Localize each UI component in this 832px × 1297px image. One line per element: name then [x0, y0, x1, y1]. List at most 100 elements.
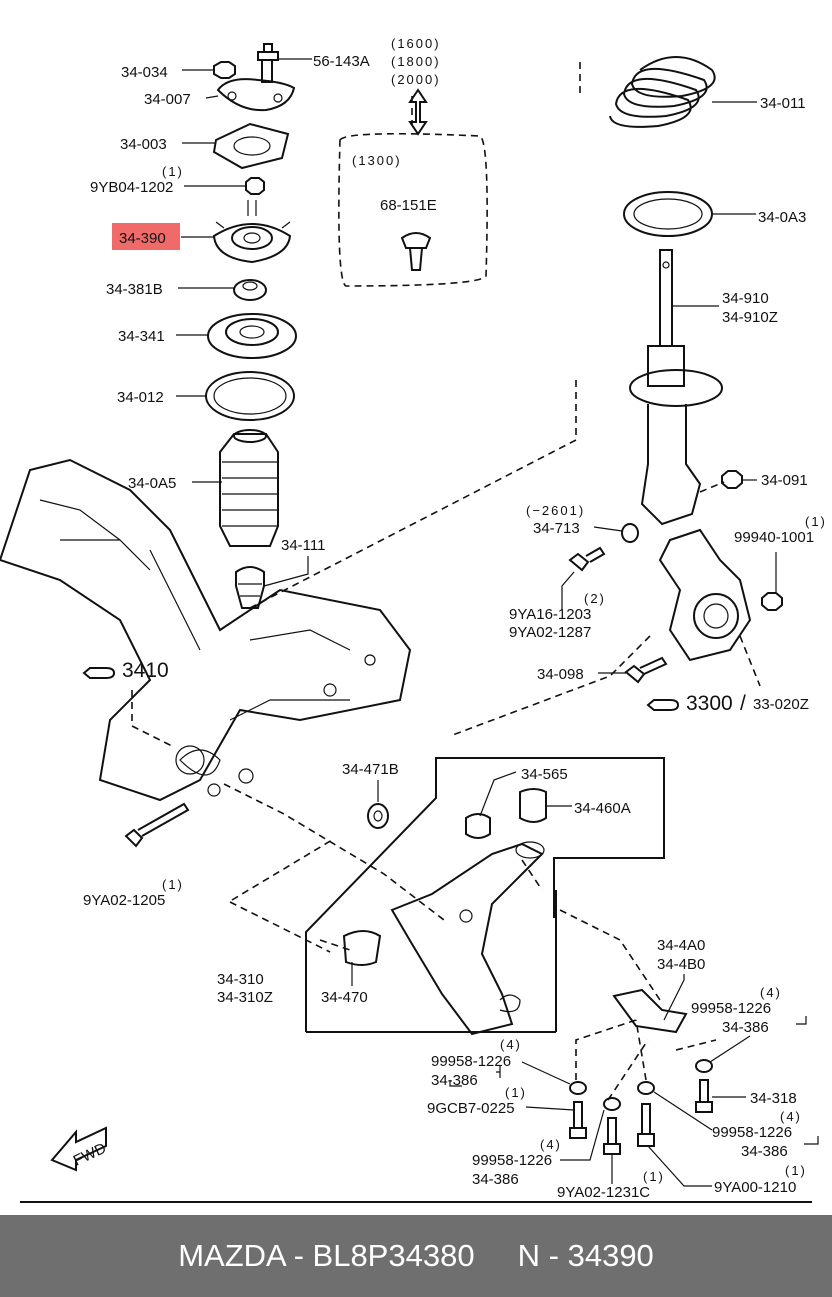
label-fwd: FWD [71, 1140, 109, 1170]
arm-box [305, 757, 665, 1033]
label-qty-4b: (4) [500, 1037, 522, 1052]
bumper-34-381b [178, 279, 267, 301]
label-qty-4a: (4) [760, 985, 782, 1000]
label-34-713: 34-713 [533, 520, 580, 537]
bolt-34-318 [695, 1079, 746, 1113]
label-34-910: 34-910 [722, 290, 769, 307]
label-9ya02-1231c: 9YA02-1231C [557, 1184, 650, 1201]
label-34-011: 34-011 [760, 95, 806, 112]
screw-68-151e [400, 232, 432, 271]
bumper-34-111 [235, 556, 309, 609]
label-34-111: 34-111 [281, 537, 325, 554]
label-34-390: 34-390 [119, 230, 166, 247]
label-34-470: 34-470 [321, 989, 368, 1006]
label-slash: / [740, 692, 746, 715]
bolt-9ya16-1203 [561, 546, 606, 610]
label-ref-3410: 3410 [122, 659, 169, 682]
nut-9yb04-1202 [184, 177, 265, 195]
label-9yb04-1202: 9YB04-1202 [90, 179, 173, 196]
label-qty-1d: (1) [505, 1085, 527, 1100]
label-qty-1f: (1) [785, 1163, 807, 1178]
bolt-9ya00-1210 [637, 1103, 712, 1187]
boot-34-0a5 [192, 429, 279, 547]
label-34-381b: 34-381B [106, 281, 163, 298]
label-2000: (2000) [391, 72, 441, 87]
label-qty-4d: (4) [540, 1137, 562, 1152]
bolt-9ya02-1205 [124, 802, 190, 848]
seat-34-0a3 [623, 191, 756, 237]
label-34-341: 34-341 [118, 328, 165, 345]
highlight-box [112, 223, 180, 250]
label-34-098: 34-098 [537, 666, 584, 683]
label-qty-1b: (1) [805, 514, 827, 529]
subframe [0, 458, 412, 802]
arm-34-310 [390, 841, 545, 1036]
label-34-007: 34-007 [144, 91, 191, 108]
label-1300: (1300) [352, 153, 402, 168]
label-34-910z: 34-910Z [722, 309, 778, 326]
bearing-34-341 [176, 313, 297, 359]
label-34-310z: 34-310Z [217, 989, 273, 1006]
label-34-0a3: 34-0A3 [758, 209, 806, 226]
label-34-386-a: 34-386 [722, 1019, 769, 1036]
label-34-4b0: 34-4B0 [657, 956, 705, 973]
spring-34-011 [609, 56, 757, 128]
label-34-4a0: 34-4A0 [657, 937, 705, 954]
label-99958-1226-c: 99958-1226 [712, 1124, 792, 1141]
parts-diagram: 34-034 56-143A (1600) (1800) (2000) 34-0… [0, 36, 827, 1203]
label-9ya00-1210: 9YA00-1210 [714, 1179, 796, 1196]
label-9ya02-1205: 9YA02-1205 [83, 892, 165, 909]
fwd-arrow-icon [50, 1126, 107, 1172]
label-ref-3300: 3300 [686, 692, 733, 715]
label-34-471b: 34-471B [342, 761, 399, 778]
label-qty-2: (2) [584, 591, 606, 606]
knuckle [658, 528, 752, 662]
label-qty-4c: (4) [780, 1109, 802, 1124]
plate-34-007 [205, 78, 296, 112]
label-1800: (1800) [391, 54, 441, 69]
label-99958-1226-a: 99958-1226 [691, 1000, 771, 1017]
washer-34-386c [560, 1097, 621, 1161]
bolt-9gcb7-0225 [525, 1101, 587, 1139]
dashed-guides [131, 62, 761, 1101]
label-9ya02-1287: 9YA02-1287 [509, 624, 591, 641]
label-68-151e: 68-151E [380, 197, 437, 214]
strut-34-910 [629, 249, 723, 526]
label-34-091: 34-091 [761, 472, 808, 489]
ref-arrow-3300 [646, 699, 680, 711]
label-34-386-b: 34-386 [431, 1072, 478, 1089]
label-1600: (1600) [391, 36, 441, 51]
label-34-012: 34-012 [117, 389, 164, 406]
label-99958-1226-d: 99958-1226 [472, 1152, 552, 1169]
label-34-318: 34-318 [750, 1090, 797, 1107]
label-34-565: 34-565 [521, 766, 568, 783]
label-56-143a: 56-143A [313, 53, 370, 70]
plate-34-003 [182, 122, 290, 170]
bushing-34-460a [519, 788, 572, 823]
label-99940-1001: 99940-1001 [734, 529, 814, 546]
label-34-386-d: 34-386 [472, 1171, 519, 1188]
label-33-020z: 33-020Z [753, 696, 809, 713]
bolt-56-143a [257, 43, 312, 83]
label-9gcb7-0225: 9GCB7-0225 [427, 1100, 515, 1117]
washer-34-713 [593, 523, 639, 543]
label-qty-1c: (1) [162, 877, 184, 892]
nut-34-091 [699, 470, 757, 493]
washer-34-386a [695, 1035, 751, 1073]
bushing-34-565 [465, 771, 517, 839]
label-99958-1226-b: 99958-1226 [431, 1053, 511, 1070]
footer-bar: MAZDA - BL8P34380 N - 34390 [0, 1215, 832, 1297]
bushing-34-470 [342, 930, 382, 986]
label-34-386-c: 34-386 [741, 1143, 788, 1160]
bracket-34-4a0 [612, 974, 688, 1034]
ref-arrow-3410 [82, 667, 116, 679]
washer-34-386b [521, 1061, 587, 1095]
footer-number: N - 34390 [517, 1238, 654, 1273]
mount-34-390 [112, 200, 292, 264]
label-qty-1a: (1) [162, 164, 184, 179]
label-9ya16-1203: 9YA16-1203 [509, 606, 591, 623]
label-34-310: 34-310 [217, 971, 264, 988]
label-34-0a5: 34-0A5 [128, 475, 176, 492]
label-34-460a: 34-460A [574, 800, 631, 817]
footer-brand-part: MAZDA - BL8P34380 [178, 1238, 475, 1273]
